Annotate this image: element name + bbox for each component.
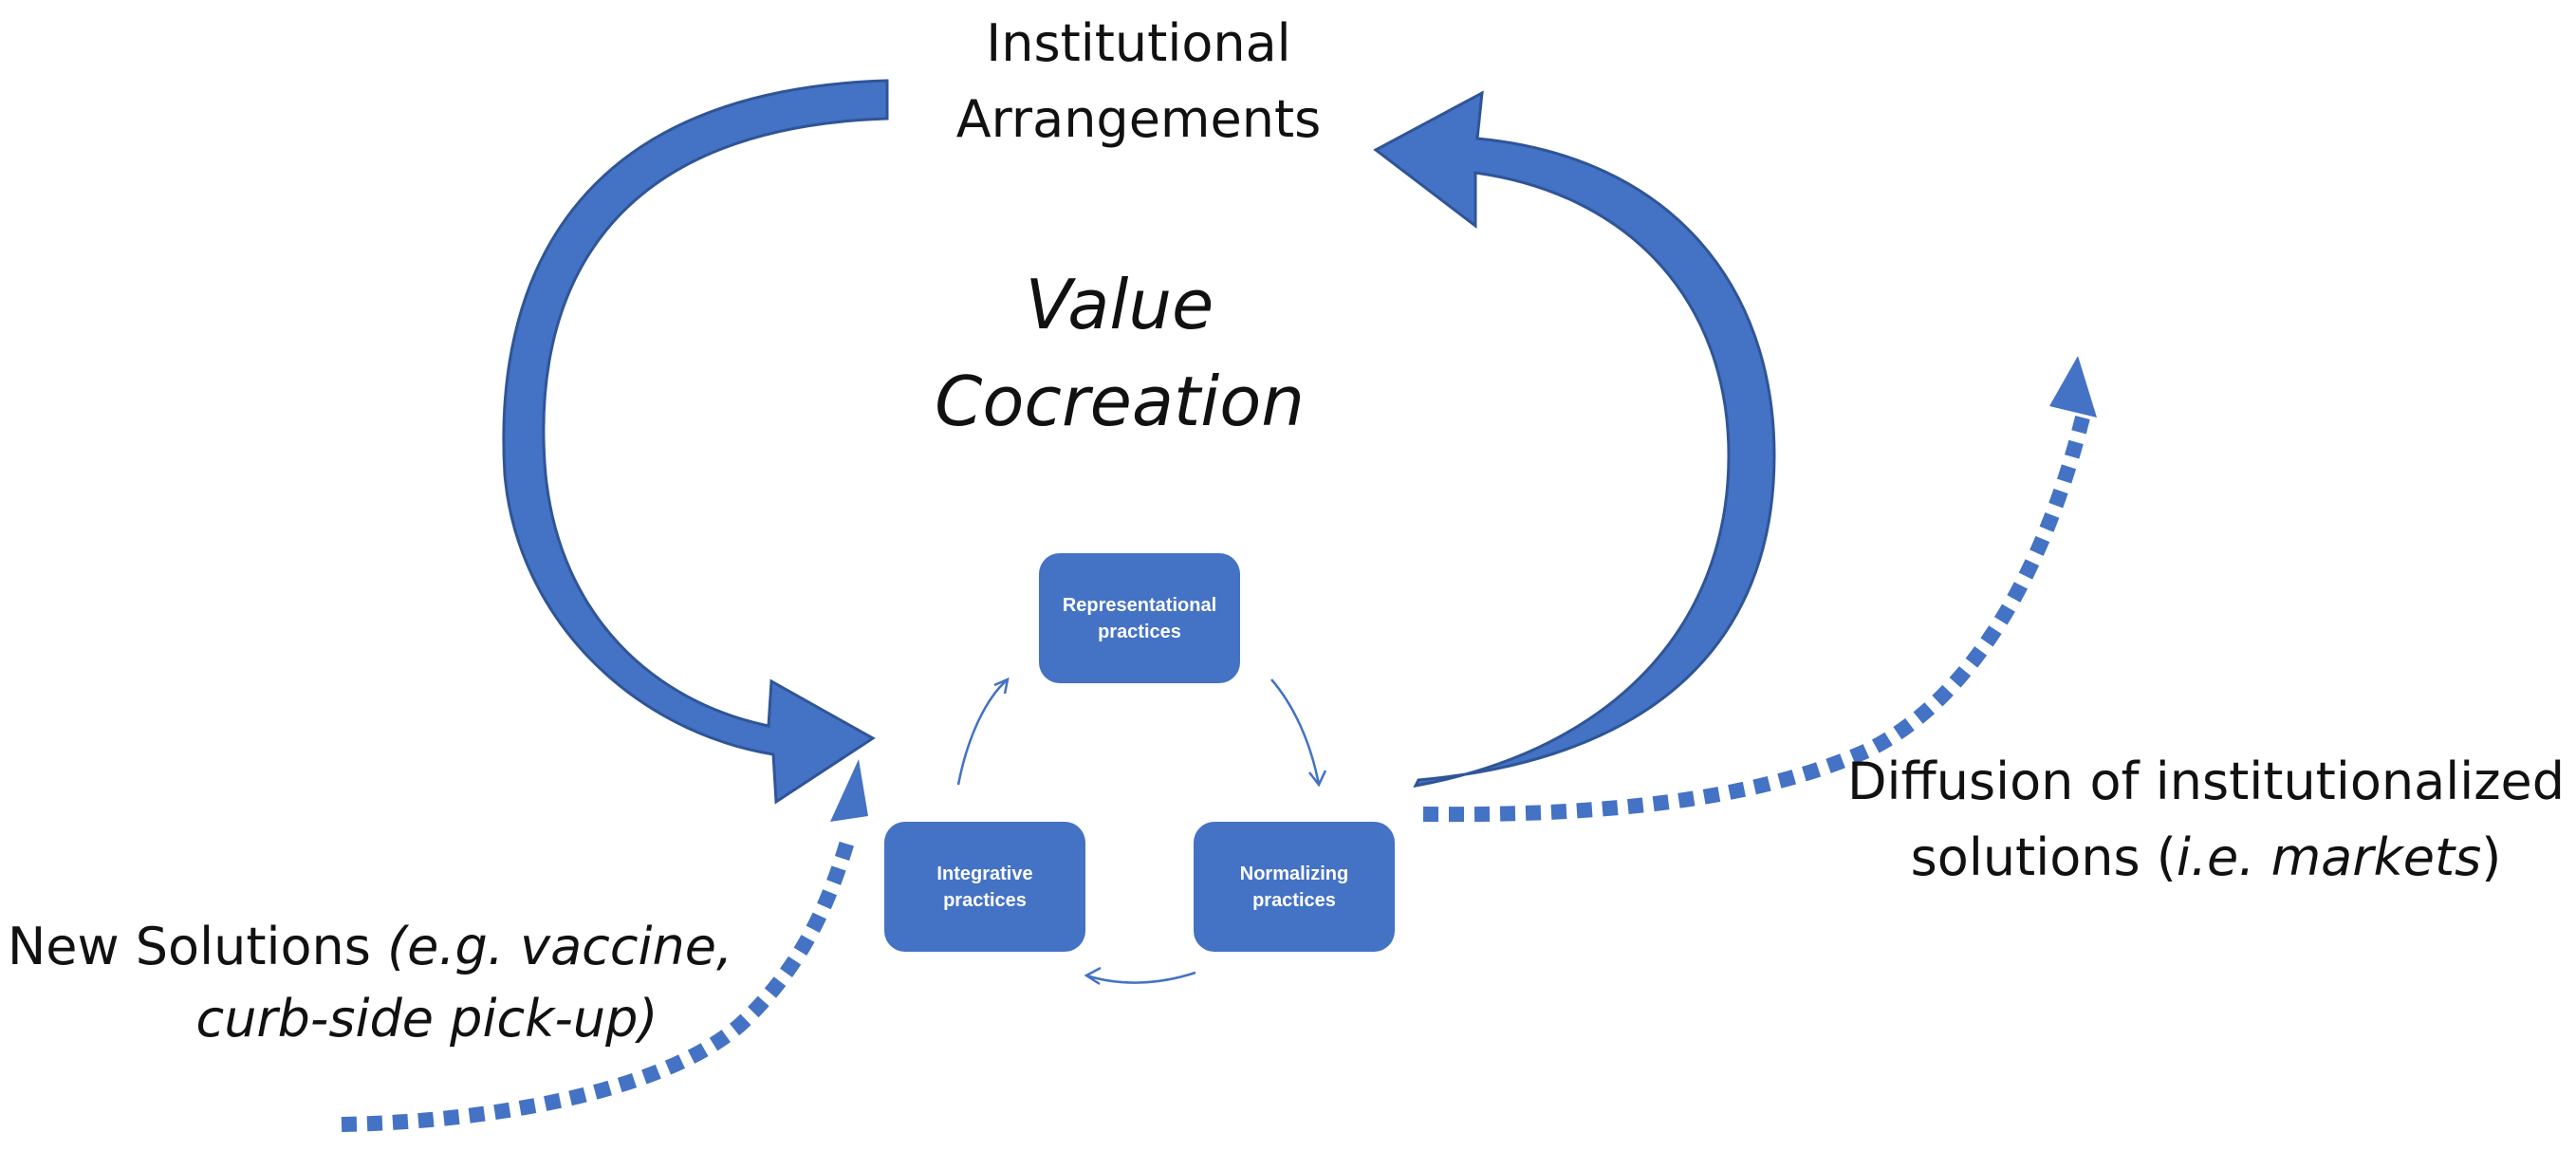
- arrangements-line: Arrangements: [955, 89, 1322, 149]
- institutional-arrangements-label: Institutional Arrangements: [854, 6, 1423, 158]
- cycle-arrow-head-3: [1084, 966, 1102, 986]
- normalizing-label: Normalizing: [1239, 863, 1349, 884]
- cycle-arrow-integrative-to-representational: [956, 678, 1009, 786]
- cycle-arrow-representational-to-normalizing: [1270, 678, 1321, 786]
- left-curved-arrow: [502, 79, 889, 805]
- diffusion-arrowhead: [2049, 356, 2097, 418]
- representational-practices-label: practices: [1098, 621, 1181, 642]
- normalizing-practices-box: Normalizing practices: [1194, 822, 1395, 952]
- cocreation-line: Cocreation: [935, 362, 1305, 441]
- new-solutions-line1: New Solutions (e.g. vaccine,: [0, 911, 740, 983]
- cycle-arrow-head-1: [993, 677, 1010, 695]
- new-solutions-label: New Solutions (e.g. vaccine, curb-side p…: [0, 911, 740, 1055]
- integrative-practices-box: Integrative practices: [884, 822, 1085, 952]
- diffusion-label: Diffusion of institutionalized solutions…: [1836, 744, 2576, 896]
- cycle-arrow-normalizing-to-integrative: [1085, 971, 1196, 984]
- new-solutions-dotted-arrow: [341, 832, 857, 1132]
- integrative-practices-label: practices: [943, 889, 1027, 911]
- value-line: Value: [1025, 265, 1214, 344]
- new-solutions-example1: (e.g. vaccine,: [387, 917, 733, 976]
- integrative-label: Integrative: [936, 863, 1033, 884]
- normalizing-practices-label: practices: [1252, 889, 1336, 911]
- diffusion-line2-italic: i.e. markets: [2176, 827, 2482, 887]
- new-solutions-arrowhead: [830, 759, 868, 822]
- diffusion-line2-suffix: ): [2481, 827, 2502, 887]
- diffusion-dotted-arrow: [1422, 416, 2090, 823]
- new-solutions-prefix: New Solutions: [7, 917, 388, 976]
- new-solutions-line2: curb-side pick-up): [0, 983, 740, 1055]
- diffusion-line2-prefix: solutions (: [1910, 827, 2177, 887]
- representational-practices-box: Representational practices: [1039, 553, 1240, 683]
- institutional-line: Institutional: [986, 13, 1291, 73]
- cycle-arrow-head-2: [1308, 770, 1327, 788]
- new-solutions-example2: curb-side pick-up): [195, 989, 658, 1049]
- value-cocreation-title: Value Cocreation: [835, 256, 1404, 450]
- right-curved-arrow: [1373, 90, 1776, 789]
- representational-label: Representational: [1062, 594, 1217, 616]
- diffusion-line2: solutions (i.e. markets): [1836, 820, 2576, 896]
- diffusion-line1: Diffusion of institutionalized: [1846, 752, 2566, 811]
